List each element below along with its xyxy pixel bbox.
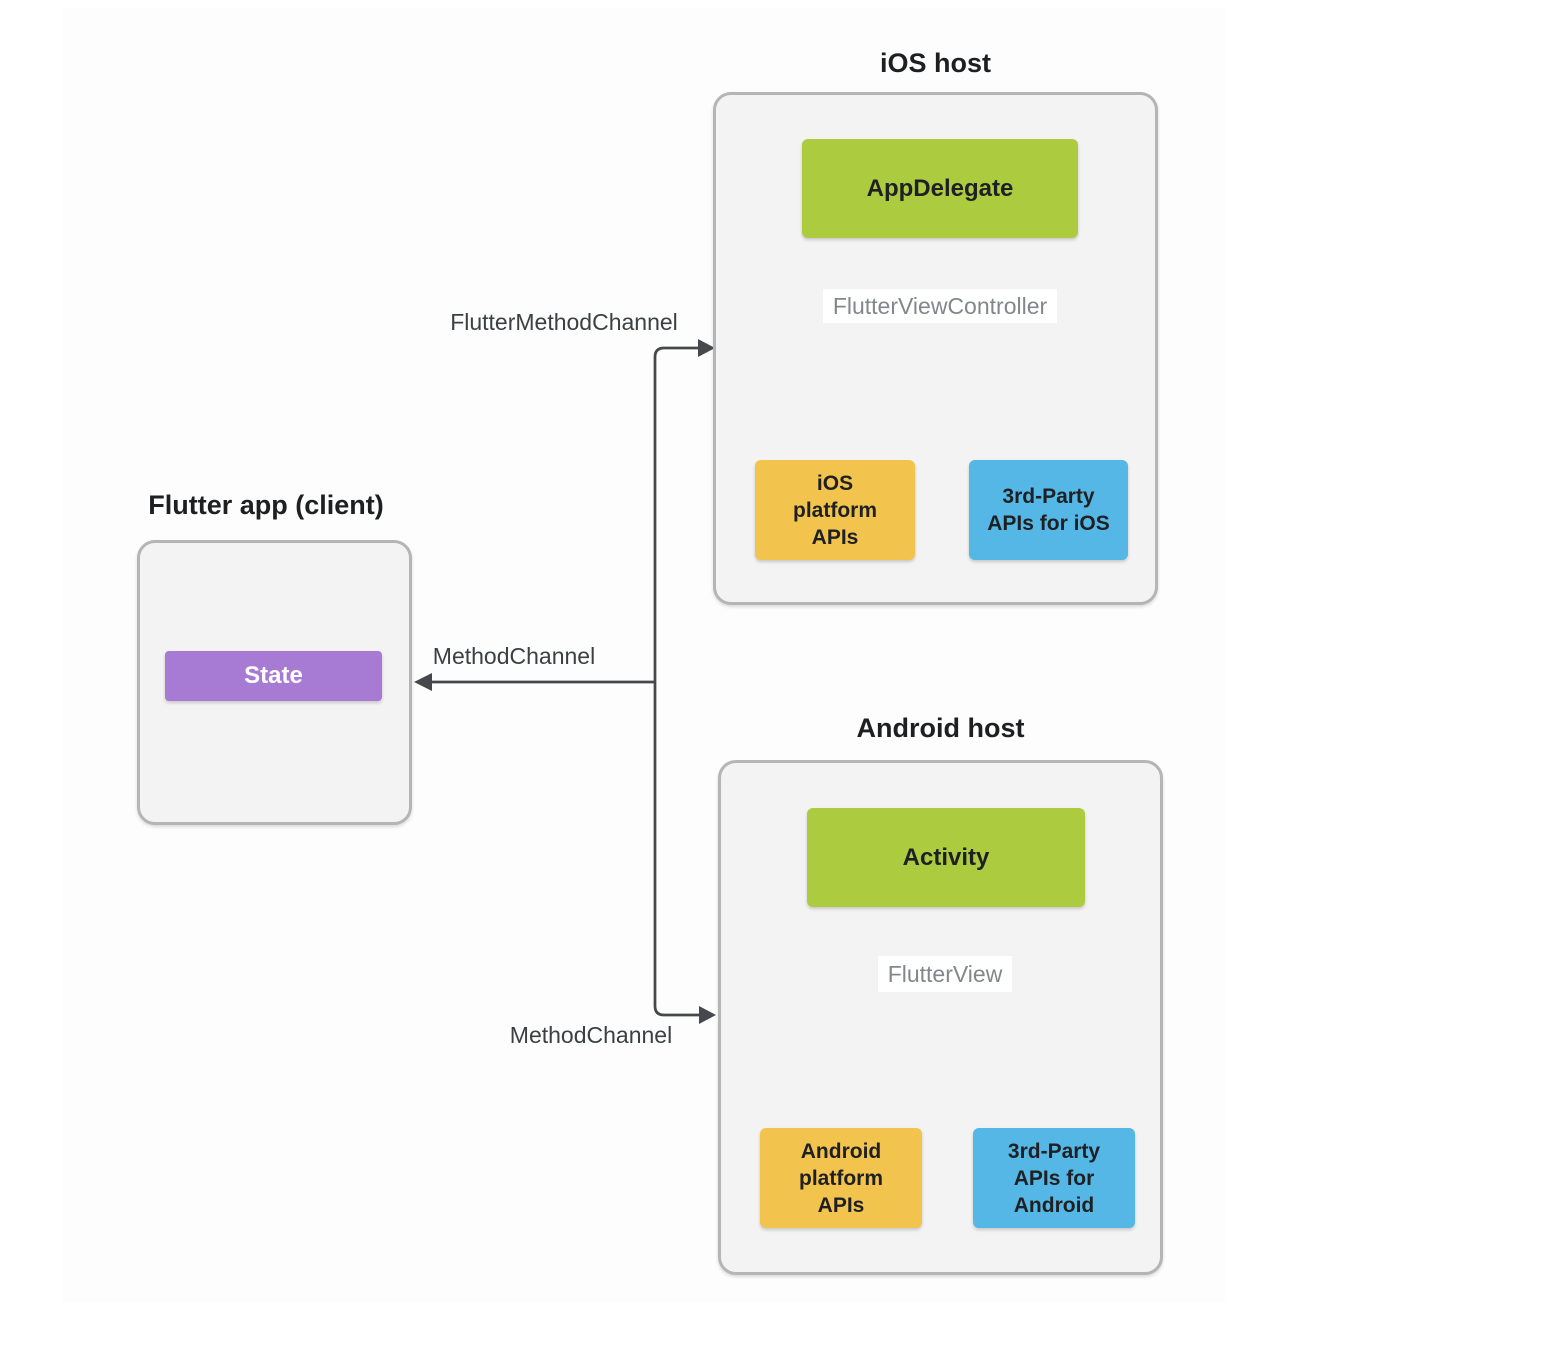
method-channel-to-app-label: MethodChannel: [432, 643, 596, 669]
ios-platform-apis-box: iOS platform APIs: [755, 460, 915, 560]
method-channel-to-android-label: MethodChannel: [509, 1022, 673, 1048]
ios-third-party-apis-box: 3rd-Party APIs for iOS: [969, 460, 1128, 560]
android-third-party-apis-box: 3rd-Party APIs for Android: [973, 1128, 1135, 1228]
flutter-view-controller-label: FlutterViewController: [823, 289, 1057, 323]
activity-box: Activity: [807, 808, 1085, 907]
state-box: State: [165, 651, 382, 701]
android-host-title: Android host: [856, 713, 1025, 743]
ios-host-title: iOS host: [879, 48, 991, 78]
flutter-method-channel-label: FlutterMethodChannel: [450, 309, 678, 335]
flutter-view-label: FlutterView: [878, 956, 1012, 992]
flutter-app-title: Flutter app (client): [148, 490, 384, 520]
app-delegate-box: AppDelegate: [802, 139, 1078, 238]
android-platform-apis-box: Android platform APIs: [760, 1128, 922, 1228]
